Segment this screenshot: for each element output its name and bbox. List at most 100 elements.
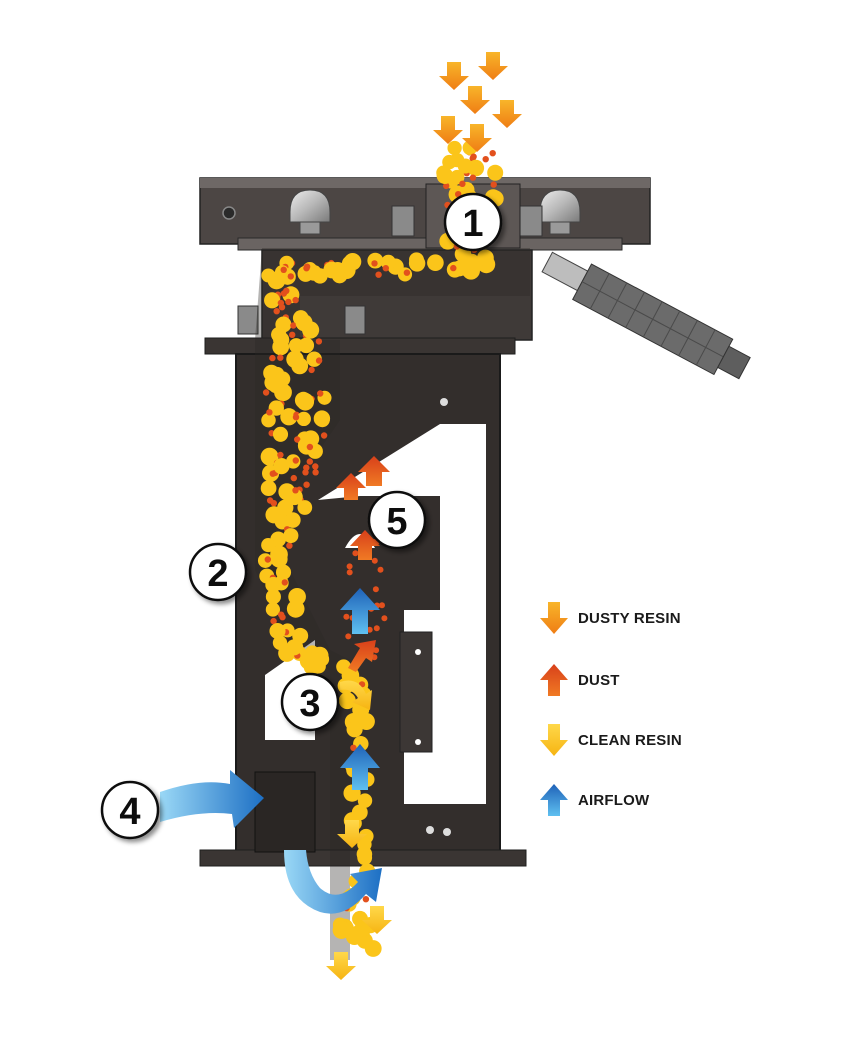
- dust-particle: [303, 481, 310, 488]
- red-up-arrow-icon: [540, 664, 568, 696]
- dust-particle: [469, 174, 477, 181]
- dust-particle: [373, 647, 380, 654]
- step-number: 4: [119, 791, 140, 833]
- resin-pellet: [427, 254, 444, 272]
- dust-arrow: [350, 530, 380, 560]
- resin-pellet: [273, 457, 290, 475]
- dust-particle: [290, 322, 297, 329]
- legend-item-dust: DUST: [538, 662, 620, 698]
- dust-particle: [292, 457, 299, 464]
- resin-pellet: [260, 480, 277, 497]
- flow-arrows: [160, 52, 522, 980]
- resin-pellet: [487, 164, 504, 181]
- mounting-dome-icon: [539, 189, 581, 223]
- resin-pellet: [261, 412, 276, 428]
- clean-resin-arrow: [337, 820, 367, 848]
- resin-pellet: [297, 500, 313, 515]
- resin-pellet: [265, 602, 281, 617]
- resin-pellet: [313, 410, 331, 427]
- resin-pellet: [357, 713, 375, 730]
- resin-pellet: [270, 550, 288, 568]
- dust-particle: [375, 271, 382, 278]
- dust-particle: [279, 614, 286, 621]
- resin-pellet: [467, 159, 485, 177]
- dust-particle: [306, 458, 313, 465]
- dust-particle: [292, 487, 299, 494]
- resin-pellet: [451, 260, 468, 277]
- resin-pellet: [275, 371, 291, 387]
- resin-pellet: [323, 261, 341, 279]
- resin-pellet: [265, 576, 282, 593]
- resin-pellet: [296, 411, 311, 427]
- dust-particle: [277, 354, 284, 361]
- dust-particle: [277, 451, 284, 459]
- dust-particle: [315, 338, 323, 345]
- dust-arrow: [358, 456, 390, 486]
- legend-label: CLEAN RESIN: [578, 731, 682, 749]
- dust-particle: [280, 266, 287, 273]
- dust-particle: [403, 269, 411, 276]
- resin-pellet: [274, 383, 292, 402]
- dust-particle: [489, 150, 496, 157]
- dust-particle: [273, 308, 280, 315]
- resin-pellet: [357, 850, 373, 866]
- airflow-inlet-arrow: [160, 770, 264, 828]
- resin-pellet: [302, 321, 320, 339]
- resin-pellet: [291, 357, 309, 375]
- dust-particle: [303, 263, 311, 270]
- dusty-resin-arrow: [492, 100, 522, 128]
- resin-pellet: [265, 589, 281, 605]
- dust-particle: [352, 550, 359, 557]
- step-badge-4: 4: [100, 780, 160, 840]
- resin-pellet: [272, 338, 290, 356]
- dust-particle: [373, 625, 380, 632]
- step-number: 5: [386, 501, 407, 543]
- dust-particle: [292, 414, 300, 421]
- dust-particle: [266, 409, 273, 416]
- resin-pellet: [357, 793, 373, 808]
- dust-particle: [302, 469, 309, 476]
- step-badge-5: 5: [367, 490, 427, 550]
- dusty-resin-arrow: [433, 116, 463, 144]
- step-badge-1: 1: [443, 192, 503, 252]
- resin-pellet: [302, 430, 320, 448]
- dust-particle: [343, 613, 350, 620]
- dusty-resin-arrow: [478, 52, 508, 80]
- resin-pellet: [283, 528, 299, 544]
- dust-particle: [285, 298, 292, 306]
- dust-particle: [283, 287, 290, 294]
- dust-particle: [382, 265, 389, 272]
- dust-particle: [455, 191, 462, 198]
- legend-label: DUST: [578, 671, 620, 689]
- resin-pellet: [345, 927, 363, 946]
- step-number: 3: [299, 683, 320, 725]
- resin-pellet: [311, 659, 326, 674]
- resin-pellet: [449, 169, 465, 185]
- legend-item-clean-resin: CLEAN RESIN: [538, 722, 682, 758]
- dust-particle: [345, 633, 352, 640]
- dust-particle: [306, 443, 314, 451]
- resin-pellet: [364, 940, 382, 957]
- dust-particle: [362, 896, 370, 903]
- dust-particle: [490, 181, 497, 188]
- legend-label: AIRFLOW: [578, 791, 650, 809]
- dust-particle: [346, 569, 353, 576]
- dust-particle: [317, 390, 324, 397]
- resin-pellet: [332, 921, 351, 939]
- dust-particle: [372, 586, 379, 593]
- resin-pellet: [274, 514, 290, 530]
- resin-pellet: [447, 140, 462, 156]
- resin-pellet: [298, 337, 315, 354]
- dust-particle: [290, 474, 297, 482]
- legend-item-dusty-resin: DUSTY RESIN: [538, 600, 681, 636]
- dusty-resin-arrow: [462, 124, 492, 152]
- dust-particle: [292, 296, 299, 304]
- dusty-resin-arrow: [439, 62, 469, 90]
- clean-resin-arrow: [340, 680, 372, 710]
- dust-particle: [381, 615, 388, 622]
- dust-particle: [350, 744, 357, 751]
- step-badge-2: 2: [188, 542, 248, 602]
- airflow-arrow: [340, 588, 380, 634]
- legend-label: DUSTY RESIN: [578, 609, 681, 627]
